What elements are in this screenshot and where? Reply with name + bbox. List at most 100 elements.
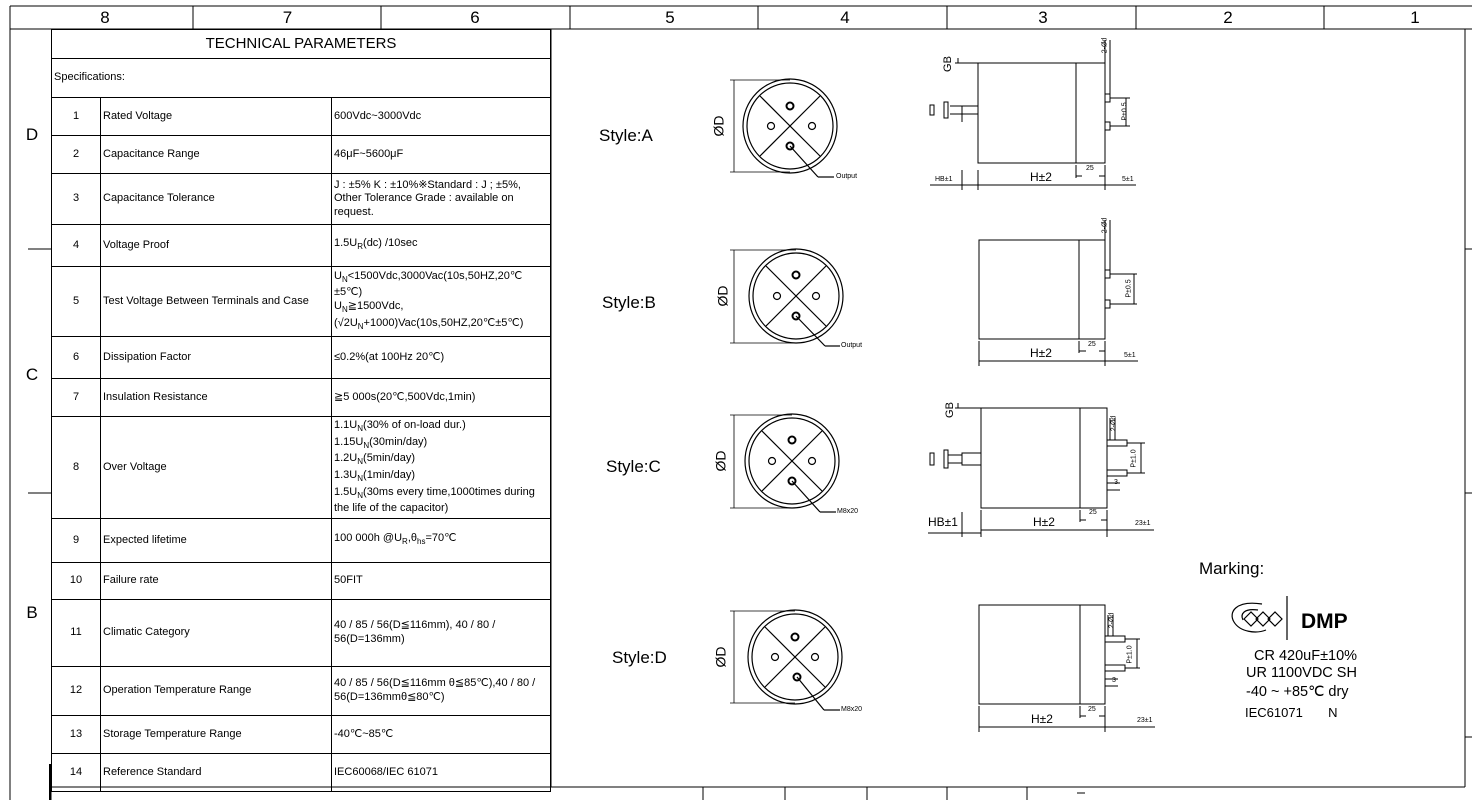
- subscript: hs: [417, 537, 426, 547]
- style-a-diameter: ØD: [710, 115, 727, 137]
- zone-col-4: 4: [840, 8, 850, 27]
- row-parameter: Insulation Resistance: [100, 378, 332, 417]
- row-value-main: 1.1U: [334, 419, 358, 431]
- style-a-side: [929, 40, 1136, 190]
- table-row: 8 Over Voltage 1.1U N (30% of on-load dur.…: [51, 416, 551, 519]
- row-value: 40 / 85 / 56(D≦116mm), 40 / 80 / 56(D=13…: [331, 598, 551, 667]
- row-value-pre: 1.2U: [334, 452, 358, 465]
- row-value: UN<1500Vdc,3000Vac(10s,50HZ,20℃±5℃) UN≧1…: [331, 266, 551, 337]
- row-value-main: U: [334, 269, 342, 282]
- table-row: 10 Failure rate 50FIT: [51, 561, 551, 600]
- style-b-hole: 2-Ød: [1101, 217, 1109, 234]
- style-a-label: Style:A: [599, 126, 653, 145]
- table-title-row: TECHNICAL PARAMETERS: [51, 29, 551, 59]
- row-value-pre: 1.15U: [334, 435, 364, 448]
- style-b-diameter: ØD: [714, 285, 731, 307]
- zone-col-2: 2: [1223, 8, 1233, 27]
- style-c-front: [730, 413, 840, 513]
- style-c-label: Style:C: [606, 457, 661, 476]
- row-number: 2: [51, 135, 101, 174]
- row-value: 46μF~5600μF: [331, 135, 551, 174]
- style-d-height: H±2: [1031, 712, 1053, 726]
- table-row: 11 Climatic Category 40 / 85 / 56(D≦116m…: [51, 598, 551, 667]
- style-a-hb: HB±1: [935, 176, 953, 183]
- style-a-hole: 2-Ød: [1101, 37, 1109, 54]
- row-value: 1.5UR(dc) /10sec: [331, 224, 551, 267]
- row-parameter: Dissipation Factor: [100, 336, 332, 379]
- zone-col-6: 6: [470, 8, 480, 27]
- row-parameter: Test Voltage Between Terminals and Case: [100, 266, 332, 337]
- row-parameter: Operation Temperature Range: [100, 665, 332, 716]
- style-c-side: [928, 403, 1154, 537]
- zone-col-5: 5: [665, 8, 675, 27]
- style-d-23: 23±1: [1137, 717, 1153, 724]
- table-row: 5 Test Voltage Between Terminals and Cas…: [51, 266, 551, 337]
- row-number: 13: [51, 714, 101, 754]
- subscript: N: [357, 490, 364, 500]
- row-parameter: Failure rate: [100, 561, 332, 600]
- table-row: 7 Insulation Resistance ≧5 000s(20℃,500V…: [51, 378, 551, 417]
- row-parameter: Capacitance Tolerance: [100, 173, 332, 225]
- table-row: 4 Voltage Proof 1.5UR(dc) /10sec: [51, 224, 551, 267]
- row-number: 5: [51, 266, 101, 337]
- marking-title: Marking:: [1199, 559, 1265, 578]
- row-value: 40 / 85 / 56(D≦116mm θ≦85℃),40 / 80 / 56…: [331, 665, 551, 716]
- row-value-main: 1.5U: [334, 237, 358, 250]
- row-value-tail: (30% of on-load dur.): [363, 419, 466, 431]
- row-number: 12: [51, 665, 101, 716]
- subscript: N: [341, 305, 348, 315]
- row-parameter: Capacitance Range: [100, 135, 332, 174]
- style-d-25: 25: [1088, 706, 1096, 713]
- zone-row-c: C: [25, 365, 39, 384]
- style-c-gb: GB: [943, 402, 956, 418]
- subscript: N: [357, 457, 364, 467]
- row-value-tail: (5min/day): [363, 452, 415, 465]
- row-value: ≤0.2%(at 100Hz 20℃): [331, 336, 551, 379]
- row-number: 8: [51, 416, 101, 519]
- style-a-output-note: Output: [836, 173, 858, 180]
- marking-line-1: CR 420uF±10%: [1254, 648, 1358, 664]
- row-number: 1: [51, 97, 101, 136]
- style-c-thread-note: M8x20: [837, 508, 859, 515]
- style-a-height: H±2: [1030, 170, 1052, 184]
- row-parameter: Voltage Proof: [100, 224, 332, 267]
- row-number: 10: [51, 561, 101, 600]
- style-c-23: 23±1: [1135, 520, 1151, 527]
- row-value: 1.1UN(30% of on-load dur.) 1.15UN(30min/…: [331, 416, 551, 519]
- subscript: R: [357, 242, 364, 252]
- marking-line-3: -40 ~ +85℃ dry: [1246, 684, 1349, 700]
- table-subtitle-row: Specifications:: [51, 58, 551, 98]
- table-row: 1 Rated Voltage 600Vdc~3000Vdc: [51, 97, 551, 136]
- row-number: 3: [51, 173, 101, 225]
- marking-line-4: IEC61071 N: [1245, 705, 1338, 720]
- subscript: N: [363, 440, 370, 450]
- style-a-pitch: P±0.5: [1121, 102, 1129, 121]
- row-value: ≧5 000s(20℃,500Vdc,1min): [331, 378, 551, 417]
- subscript: N: [357, 321, 364, 331]
- subscript: R: [402, 537, 408, 547]
- style-d-pitch: P±1.0: [1126, 645, 1134, 664]
- row-value-pre: 1.5U: [334, 485, 358, 498]
- style-d-front: [730, 609, 843, 711]
- row-parameter: Expected lifetime: [100, 517, 332, 563]
- row-value-tail: (30min/day): [369, 435, 428, 448]
- row-number: 14: [51, 752, 101, 792]
- style-d-label: Style:D: [612, 648, 667, 667]
- zone-row-d: D: [25, 125, 39, 144]
- style-b-25: 25: [1088, 341, 1096, 348]
- style-b-5: 5±1: [1124, 352, 1136, 359]
- zone-col-7: 7: [282, 8, 293, 27]
- row-value-tail: (1min/day): [363, 469, 415, 482]
- style-d-hole: 2-Ød: [1108, 612, 1116, 629]
- style-d-three: 3: [1112, 677, 1116, 684]
- row-value-tail: (30ms every time,1000times during the li…: [334, 485, 535, 515]
- row-value: J : ±5% K : ±10%※Standard : J ; ±5%, Oth…: [331, 173, 551, 225]
- row-value: -40℃~85℃: [331, 714, 551, 754]
- row-value: 600Vdc~3000Vdc: [331, 97, 551, 136]
- row-value-mid: ,θ: [407, 532, 418, 545]
- row-parameter: Over Voltage: [100, 416, 332, 519]
- row-number: 4: [51, 224, 101, 267]
- table-row: 14 Reference Standard IEC60068/IEC 61071: [51, 752, 551, 792]
